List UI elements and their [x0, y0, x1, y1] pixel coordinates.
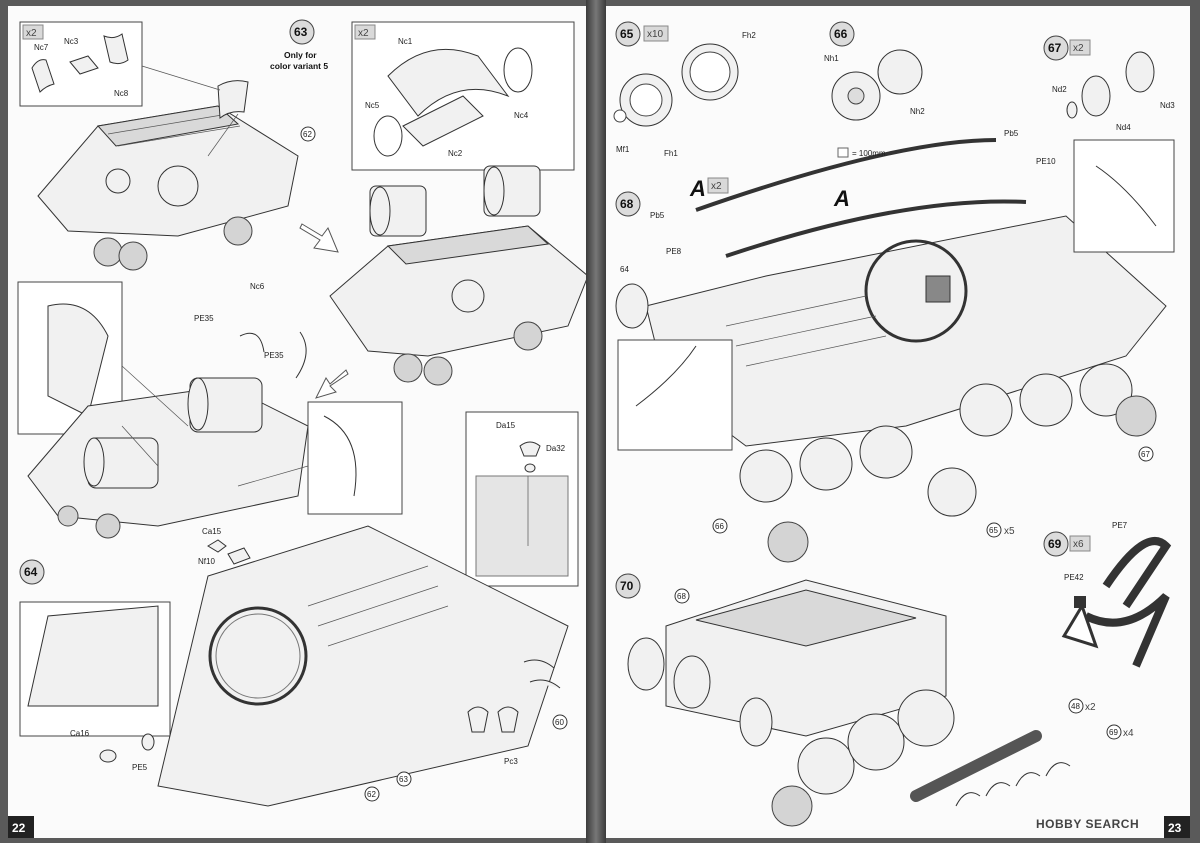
page-number-box-23	[1164, 816, 1190, 838]
ref-step-60: 60	[555, 718, 564, 727]
label-nd3: Nd3	[1160, 101, 1175, 110]
step-63-note-line1: Only for	[284, 50, 317, 60]
label-ca16: Ca16	[70, 729, 90, 738]
label-pb5-right: Pb5	[1004, 129, 1019, 138]
ref-step-65: 65	[989, 526, 998, 535]
step-67: 67 x2 Nd2 Nd3 Nd4	[1043, 35, 1175, 132]
ref-step-48: 48	[1071, 702, 1080, 711]
label-nd2: Nd2	[1052, 85, 1067, 94]
label-nf10: Nf10	[198, 557, 215, 566]
ref-step-69: 69	[1109, 728, 1118, 737]
label-nc8: Nc8	[114, 89, 129, 98]
label-pe8: PE8	[666, 247, 682, 256]
ref-step-69-multiplier: x4	[1123, 728, 1134, 739]
page-number-23: 23	[1168, 821, 1182, 835]
ref-step-65-multiplier: x5	[1004, 526, 1015, 537]
label-mf1: Mf1	[616, 145, 630, 154]
hull-step-63: 62	[37, 65, 316, 271]
step-69: 69 x6 PE7 PE42	[1043, 521, 1172, 668]
label-pe35-a: PE35	[194, 314, 214, 323]
step-69-multiplier: x6	[1073, 539, 1084, 550]
step-67-number: 67	[1048, 41, 1062, 55]
page-23: 65 x10 Fh2 Fh1 Mf1 66 Nh1 Nh2	[606, 6, 1190, 838]
watermark: HOBBY SEARCH	[1036, 817, 1139, 831]
label-nc4: Nc4	[514, 111, 529, 120]
inset-nc-parts: x2 Nc7 Nc3 Nc8	[19, 21, 143, 107]
label-nc7: Nc7	[34, 43, 49, 52]
page-22-illustration: x2 Nc7 Nc3 Nc8	[8, 19, 589, 838]
label-pc3: Pc3	[504, 757, 518, 766]
ref-step-63: 63	[399, 775, 408, 784]
label-nc5: Nc5	[365, 101, 380, 110]
ref-step-64: 64	[620, 265, 629, 274]
cable-marker-a-1: A	[689, 176, 706, 201]
label-pe5: PE5	[132, 763, 148, 772]
label-pb5-left: Pb5	[650, 211, 665, 220]
step-67-multiplier: x2	[1073, 43, 1084, 54]
tow-cables: A x2 A = 100mm Pb5 Pb5 PE10 PE8	[650, 129, 1056, 258]
label-pe35-b: PE35	[264, 351, 284, 360]
step-65-multiplier: x10	[647, 29, 664, 40]
ref-step-62-top: 62	[303, 130, 312, 139]
label-nd4: Nd4	[1116, 123, 1131, 132]
label-nc6: Nc6	[250, 282, 265, 291]
label-da15: Da15	[496, 421, 516, 430]
cable-length: = 100mm	[852, 149, 886, 158]
assembly-arrows	[299, 223, 349, 399]
page-number-box-22	[8, 816, 34, 838]
page-number-22: 22	[12, 821, 26, 835]
label-nh2: Nh2	[910, 107, 925, 116]
ref-step-67: 67	[1141, 450, 1150, 459]
step-68: 68 64	[615, 139, 1175, 563]
inset-drum-parts: x2 Nc1 Nc5 Nc4 Nc2	[351, 21, 575, 171]
ref-step-48-multiplier: x2	[1085, 702, 1096, 713]
step-70: 70 68 48 x2 69	[615, 573, 1134, 827]
page-22: x2 Nc7 Nc3 Nc8	[8, 6, 589, 838]
label-fh2: Fh2	[742, 31, 756, 40]
page-23-illustration: 65 x10 Fh2 Fh1 Mf1 66 Nh1 Nh2	[613, 21, 1190, 838]
step-65: 65 x10 Fh2 Fh1 Mf1	[613, 21, 756, 158]
ref-step-66: 66	[715, 522, 724, 531]
step-63-number: 63	[294, 25, 308, 39]
step-70-number: 70	[620, 579, 634, 593]
label-fh1: Fh1	[664, 149, 678, 158]
binding-gutter	[586, 0, 606, 843]
label-pe7: PE7	[1112, 521, 1128, 530]
label-da32: Da32	[546, 444, 566, 453]
cable-multiplier: x2	[711, 181, 722, 192]
step-63-note-line2: color variant 5	[270, 61, 328, 71]
inset-da-parts: Da15 Da32	[465, 411, 579, 587]
step-64-number: 64	[24, 565, 38, 579]
step-68-number: 68	[620, 197, 634, 211]
drum-multiplier-badge: x2	[358, 28, 369, 39]
ref-step-62-bottom: 62	[367, 790, 376, 799]
label-ca15: Ca15	[202, 527, 222, 536]
step-64: 64 Ca15 Nf10 Ca16 PE5	[19, 525, 569, 807]
label-nc1: Nc1	[398, 37, 413, 46]
label-nc2: Nc2	[448, 149, 463, 158]
label-pe42: PE42	[1064, 573, 1084, 582]
step-69-number: 69	[1048, 537, 1062, 551]
label-nh1: Nh1	[824, 54, 839, 63]
step-65-number: 65	[620, 27, 634, 41]
cable-marker-a-2: A	[833, 186, 850, 211]
multiplier-badge: x2	[26, 28, 37, 39]
label-pe10: PE10	[1036, 157, 1056, 166]
step-66: 66 Nh1 Nh2	[824, 21, 925, 121]
step-63-header: 63 Only for color variant 5	[270, 19, 328, 71]
hull-middle: Nc6 PE35 PE35	[17, 281, 403, 539]
step-66-number: 66	[834, 27, 848, 41]
label-nc3: Nc3	[64, 37, 79, 46]
ref-step-68: 68	[677, 592, 686, 601]
hull-with-drums	[329, 165, 589, 386]
